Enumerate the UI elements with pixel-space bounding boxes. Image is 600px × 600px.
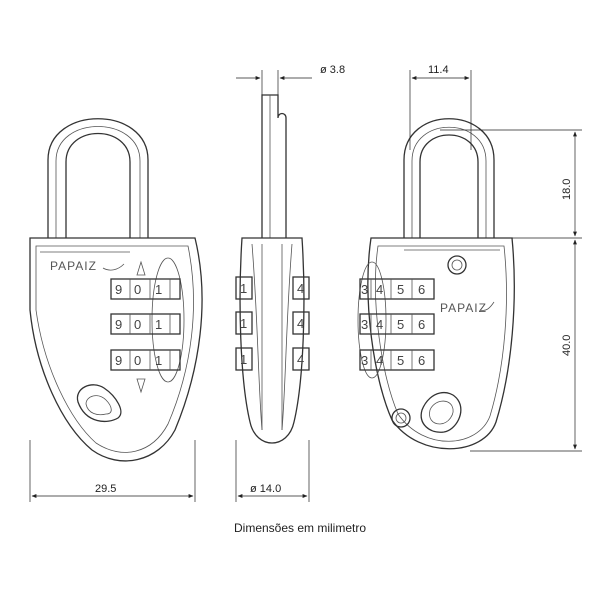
- back-dial-row-1[interactable]: 3 4 5 6: [359, 278, 435, 300]
- side-dial-digit: 1: [240, 352, 247, 367]
- side-dial-digit: 4: [297, 316, 304, 331]
- dimension-body-thickness-label: ø 14.0: [250, 483, 281, 495]
- front-dial-digit: 0: [134, 353, 141, 368]
- front-dial-digit: 9: [115, 353, 122, 368]
- front-body: [29, 237, 203, 462]
- back-dial-digit: 3: [361, 353, 368, 368]
- dimension-body-height-label: 40.0: [561, 335, 573, 356]
- back-dial-digit: 5: [397, 282, 404, 297]
- front-brand-logo: PAPAIZ: [50, 259, 97, 273]
- dimension-shackle-spacing-label: 11.4: [428, 64, 449, 76]
- dimension-width: 29.5: [29, 440, 196, 502]
- dimension-shackle-diameter: ø 3.8: [236, 64, 345, 95]
- dimension-heights: 18.0 40.0: [440, 129, 582, 452]
- back-shackle: [403, 118, 495, 238]
- back-dial-digit: 5: [397, 317, 404, 332]
- side-body: [239, 237, 305, 444]
- side-shackle: [261, 94, 287, 238]
- back-dial-digit: 6: [418, 282, 425, 297]
- back-body: [367, 237, 515, 450]
- side-view: 1 1 1 4 4 4 ø 3.8 ø 14.0: [235, 64, 345, 502]
- back-dial-row-2[interactable]: 3 4 5 6: [359, 313, 435, 335]
- front-shackle: [47, 118, 149, 238]
- front-dial-digit: 9: [115, 317, 122, 332]
- back-dial-digit: 4: [376, 317, 383, 332]
- dimension-width-label: 29.5: [95, 483, 116, 495]
- dimension-body-thickness: ø 14.0: [235, 440, 310, 502]
- dimension-shackle-diameter-label: ø 3.8: [320, 64, 345, 76]
- back-dial-digit: 5: [397, 353, 404, 368]
- back-dial-row-3[interactable]: 3 4 5 6: [359, 349, 435, 371]
- front-dials: 9 0 1 9 0 1 9 0 1: [110, 278, 181, 371]
- front-dial-row-2[interactable]: 9 0 1: [110, 313, 181, 335]
- back-dial-digit: 6: [418, 353, 425, 368]
- back-dials: 3 4 5 6 3 4 5 6 3 4: [359, 278, 435, 371]
- front-dial-digit: 0: [134, 317, 141, 332]
- back-dial-digit: 4: [376, 353, 383, 368]
- side-dial-digit: 4: [297, 352, 304, 367]
- dimension-shackle-height-label: 18.0: [561, 179, 573, 200]
- back-dial-digit: 3: [361, 282, 368, 297]
- front-dial-digit: 1: [155, 317, 162, 332]
- front-dial-digit: 9: [115, 282, 122, 297]
- side-dial-digit: 1: [240, 316, 247, 331]
- dimension-shackle-spacing: 11.4: [409, 64, 472, 150]
- front-dial-row-1[interactable]: 9 0 1: [110, 278, 181, 300]
- front-view: PAPAIZ 9 0 1 9 0 1: [29, 118, 203, 502]
- front-dial-digit: 1: [155, 282, 162, 297]
- side-dial-digit: 4: [297, 281, 304, 296]
- back-dial-digit: 3: [361, 317, 368, 332]
- back-brand-logo: PAPAIZ: [440, 301, 487, 315]
- back-dial-digit: 4: [376, 282, 383, 297]
- side-dials-left: 1 1 1: [235, 276, 253, 371]
- front-dial-digit: 0: [134, 282, 141, 297]
- side-dial-digit: 1: [240, 281, 247, 296]
- units-caption: Dimensões em milimetro: [233, 521, 367, 535]
- front-dial-digit: 1: [155, 353, 162, 368]
- side-dials-right: 4 4 4: [292, 276, 310, 371]
- front-dial-row-3[interactable]: 9 0 1: [110, 349, 181, 371]
- back-dial-digit: 6: [418, 317, 425, 332]
- front-shackle-inner: [65, 132, 131, 238]
- back-view: PAPAIZ 3 4 5 6 3 4 5: [357, 64, 582, 452]
